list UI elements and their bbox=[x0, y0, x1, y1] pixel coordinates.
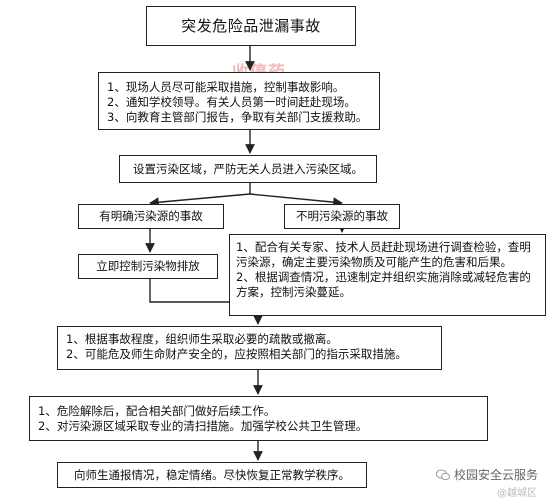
brand-sub: @越城区 bbox=[497, 488, 537, 499]
initial-response-line: 1、现场人员尽可能采取措施，控制事故影响。 bbox=[107, 80, 345, 94]
unknown-source-text: 不明污染源的事故 bbox=[296, 209, 388, 223]
aftermath-box: 1、危险解除后，配合相关部门做好后续工作。 2、对污染源区域采取专业的清扫措施。… bbox=[29, 396, 488, 441]
resume-teaching-box: 向师生通报情况，稳定情绪。尽快恢复正常教学秩序。 bbox=[57, 462, 367, 488]
brand-badge: 校园安全云服务 bbox=[436, 466, 538, 483]
unknown-source-box: 不明污染源的事故 bbox=[284, 204, 400, 229]
initial-response-line: 3、向教育主管部门报告，争取有关部门支援救助。 bbox=[107, 110, 368, 124]
pollution-zone-box: 设置污染区域，严防无关人员进入污染区域。 bbox=[119, 155, 377, 183]
arrow-to-unknown bbox=[249, 193, 343, 208]
evacuation-line: 1、根据事故程度，组织师生采取必要的疏散或撤离。 bbox=[66, 332, 338, 346]
arrow-to-known bbox=[149, 193, 251, 208]
resume-teaching-text: 向师生通报情况，稳定情绪。尽快恢复正常教学秩序。 bbox=[74, 467, 350, 482]
initial-response-box: 1、现场人员尽可能采取措施，控制事故影响。 2、通知学校领导。有关人员第一时间赶… bbox=[98, 72, 380, 130]
pollution-zone-text: 设置污染区域，严防无关人员进入污染区域。 bbox=[133, 161, 363, 176]
title-box: 突发危险品泄漏事故 bbox=[146, 6, 356, 46]
known-source-box: 有明确污染源的事故 bbox=[78, 204, 224, 229]
investigation-box: 1、配合有关专家、技术人员赶赴现场进行调查检验，查明污染源，确定主要污染物质及可… bbox=[229, 234, 546, 316]
aftermath-line: 1、危险解除后，配合相关部门做好后续工作。 bbox=[38, 404, 276, 418]
initial-response-line: 2、通知学校领导。有关人员第一时间赶赴现场。 bbox=[107, 95, 356, 109]
investigation-line: 1、配合有关专家、技术人员赶赴现场进行调查检验，查明污染源，确定主要污染物质及可… bbox=[236, 240, 531, 269]
wechat-icon bbox=[436, 469, 450, 480]
arrow-known-action-down bbox=[149, 279, 258, 303]
evacuation-box: 1、根据事故程度，组织师生采取必要的疏散或撤离。 2、可能危及师生命财产安全的，… bbox=[57, 326, 442, 370]
control-discharge-box: 立即控制污染物排放 bbox=[78, 254, 218, 279]
known-source-text: 有明确污染源的事故 bbox=[99, 209, 203, 223]
investigation-line: 2、根据调查情况，迅速制定并组织实施消除或减轻危害的方案，控制污染蔓延。 bbox=[236, 270, 531, 299]
aftermath-line: 2、对污染源区域采取专业的清扫措施。加强学校公共卫生管理。 bbox=[38, 419, 368, 433]
brand-name: 校园安全云服务 bbox=[454, 468, 539, 482]
control-discharge-text: 立即控制污染物排放 bbox=[96, 259, 200, 273]
title-text: 突发危险品泄漏事故 bbox=[181, 16, 321, 35]
evacuation-line: 2、可能危及师生命财产安全的，应按照相关部门的指示采取措施。 bbox=[66, 347, 407, 361]
